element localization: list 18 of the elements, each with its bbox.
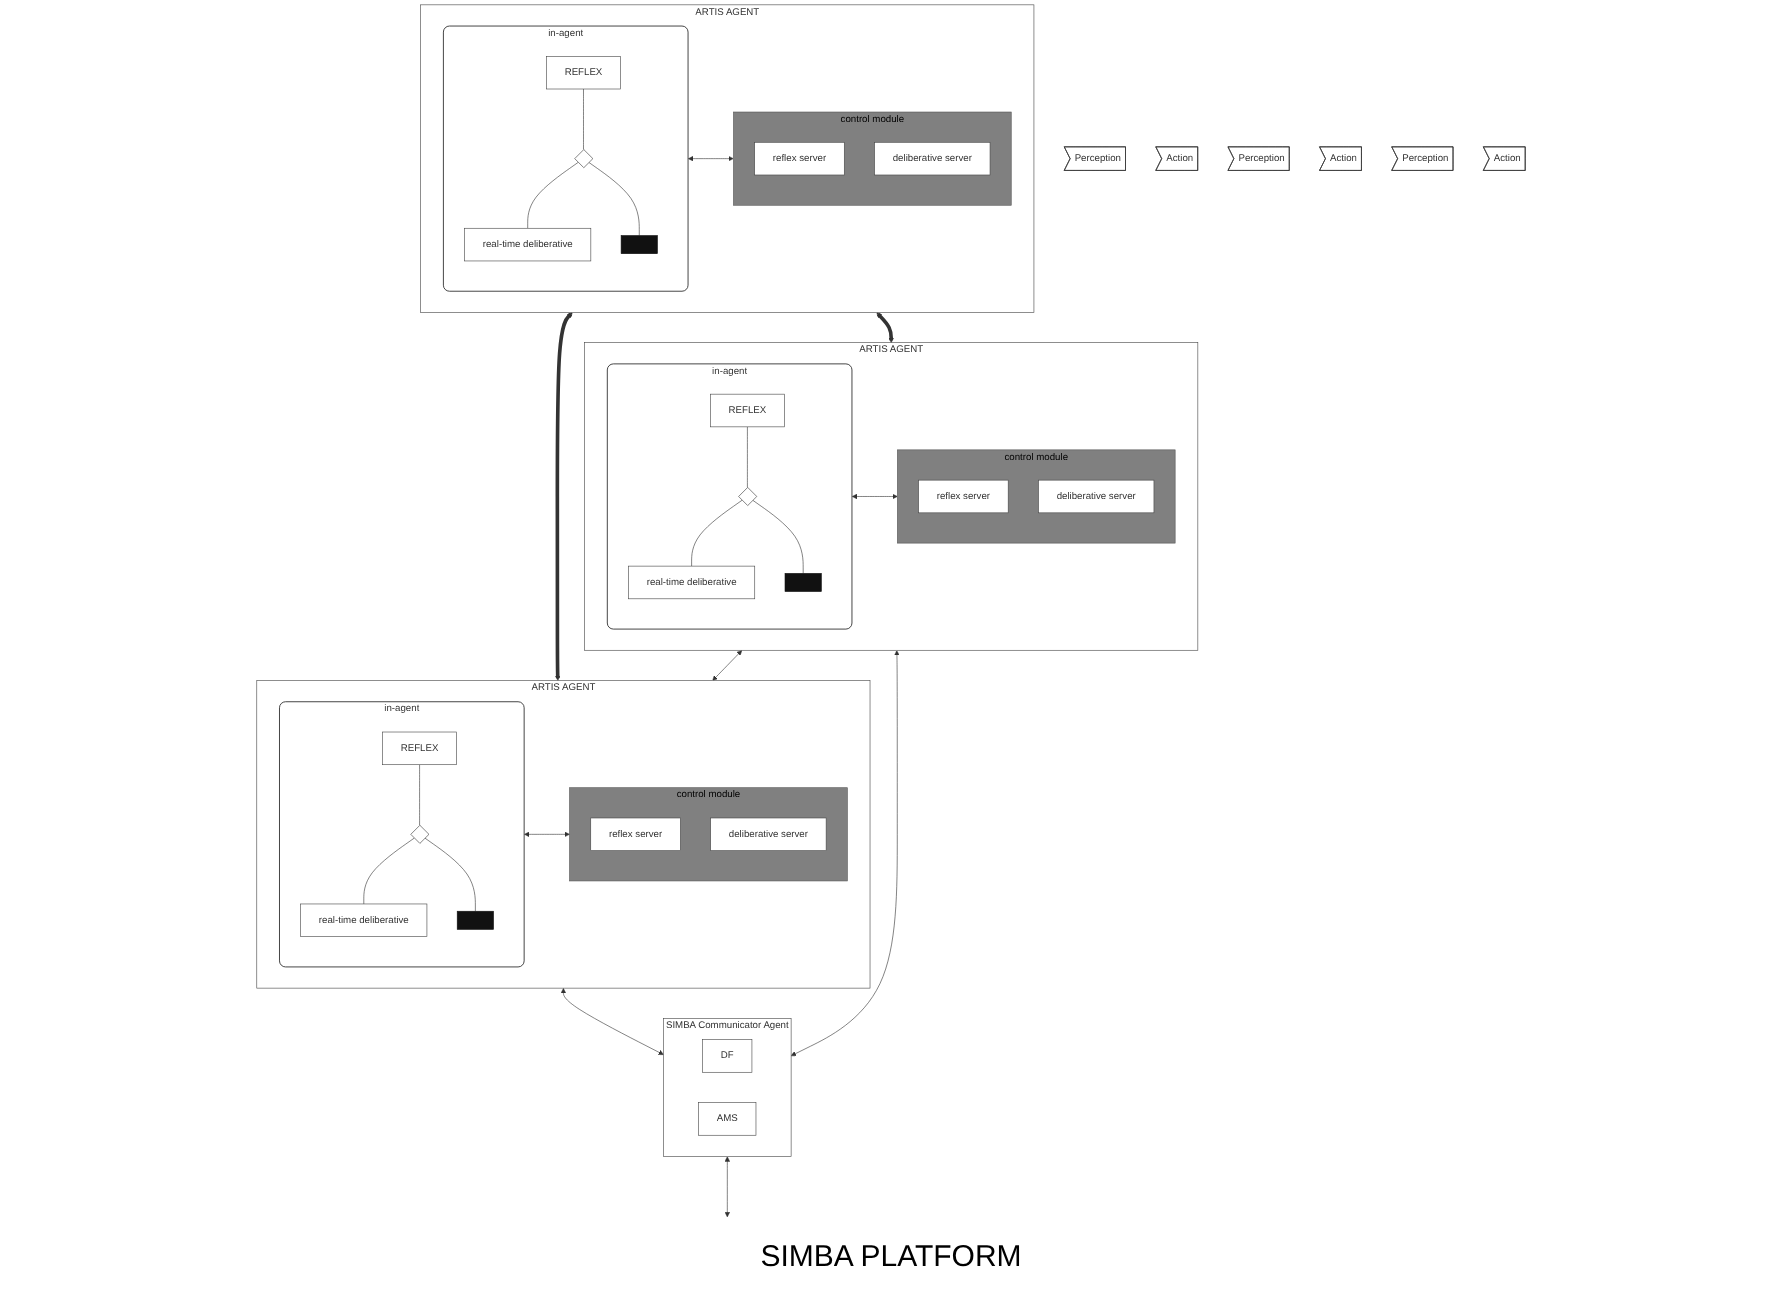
connector	[691, 499, 743, 567]
connector	[747, 426, 748, 488]
arrow	[555, 312, 573, 681]
connector	[424, 837, 476, 912]
connector	[363, 837, 415, 905]
arrow	[876, 312, 894, 343]
connector	[588, 162, 640, 236]
node-bar	[784, 573, 822, 592]
connector	[752, 499, 804, 574]
connector	[583, 88, 584, 150]
platform-label: SIMBA PLATFORM	[760, 1240, 1022, 1274]
node-diamond	[410, 824, 430, 844]
node-diamond	[574, 149, 594, 168]
node-bar	[456, 910, 494, 930]
connector	[527, 162, 579, 229]
node-diamond	[738, 487, 758, 506]
node-bar	[620, 235, 658, 254]
connector	[419, 764, 420, 826]
